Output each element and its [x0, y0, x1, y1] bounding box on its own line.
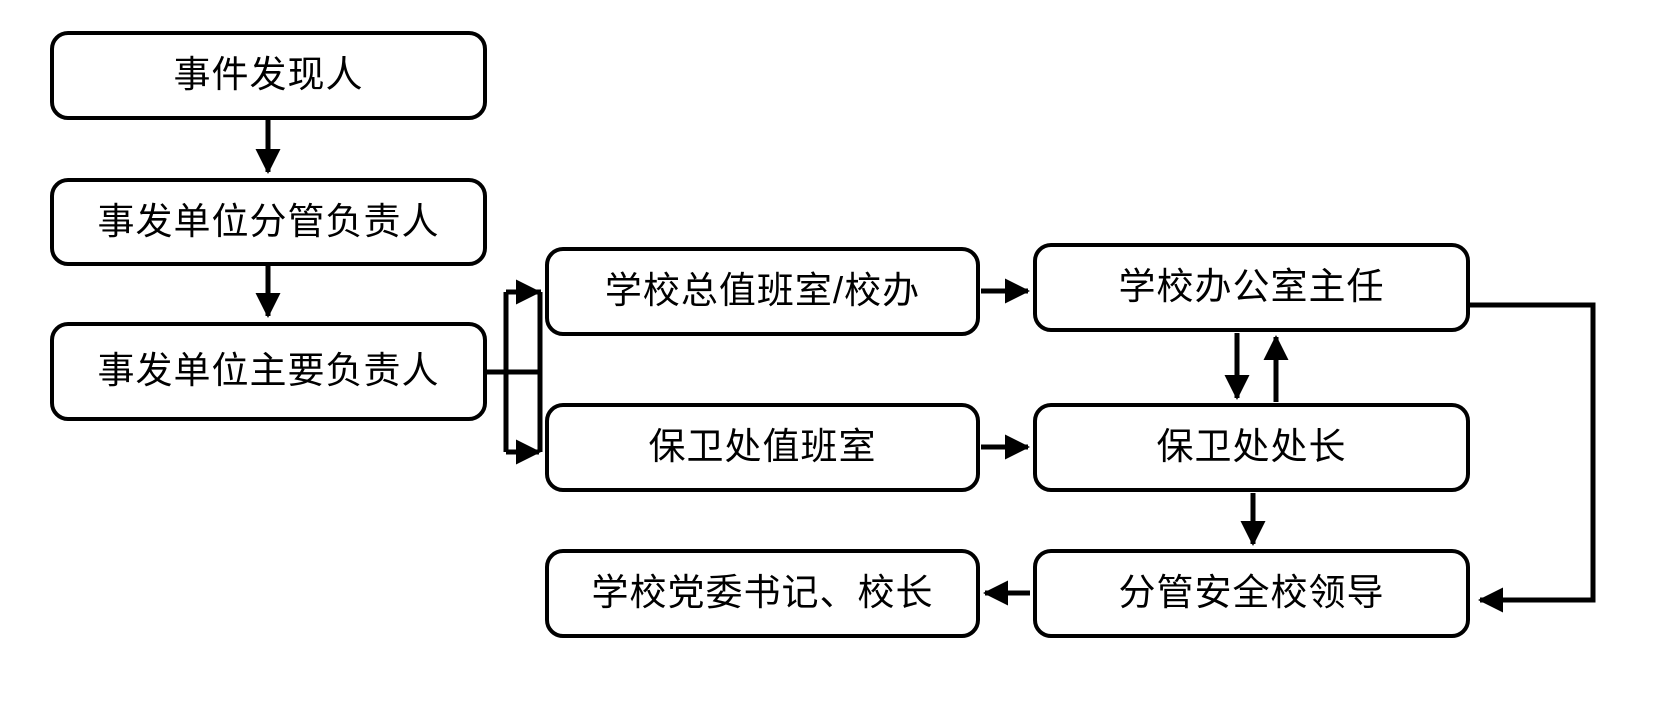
- edge-office-director-loop-to-safety-leader: [1470, 302, 1596, 613]
- node-label: 分管安全校领导: [1118, 572, 1385, 614]
- node-unit-deputy-head[interactable]: 事发单位分管负责人: [50, 178, 487, 266]
- node-unit-chief-head[interactable]: 事发单位主要负责人: [50, 322, 487, 421]
- node-safety-leader[interactable]: 分管安全校领导: [1033, 549, 1470, 638]
- edge-branch-structure: [487, 289, 522, 455]
- node-label: 学校办公室主任: [1118, 266, 1385, 308]
- node-label: 事发单位分管负责人: [97, 200, 440, 242]
- edge-unit-chief-head-branch: [487, 289, 543, 452]
- node-school-duty-room[interactable]: 学校总值班室/校办: [545, 247, 980, 336]
- node-office-director[interactable]: 学校办公室主任: [1033, 243, 1470, 332]
- node-party-secretary-principal[interactable]: 学校党委书记、校长: [545, 549, 980, 638]
- node-label: 保卫处处长: [1156, 426, 1347, 468]
- node-label: 保卫处值班室: [648, 426, 877, 468]
- node-security-chief[interactable]: 保卫处处长: [1033, 403, 1470, 492]
- node-security-duty-room[interactable]: 保卫处值班室: [545, 403, 980, 492]
- node-label: 事发单位主要负责人: [97, 350, 440, 392]
- node-discoverer[interactable]: 事件发现人: [50, 31, 487, 120]
- node-label: 学校总值班室/校办: [604, 270, 921, 312]
- node-label: 事件发现人: [173, 54, 364, 96]
- node-label: 学校党委书记、校长: [591, 572, 934, 614]
